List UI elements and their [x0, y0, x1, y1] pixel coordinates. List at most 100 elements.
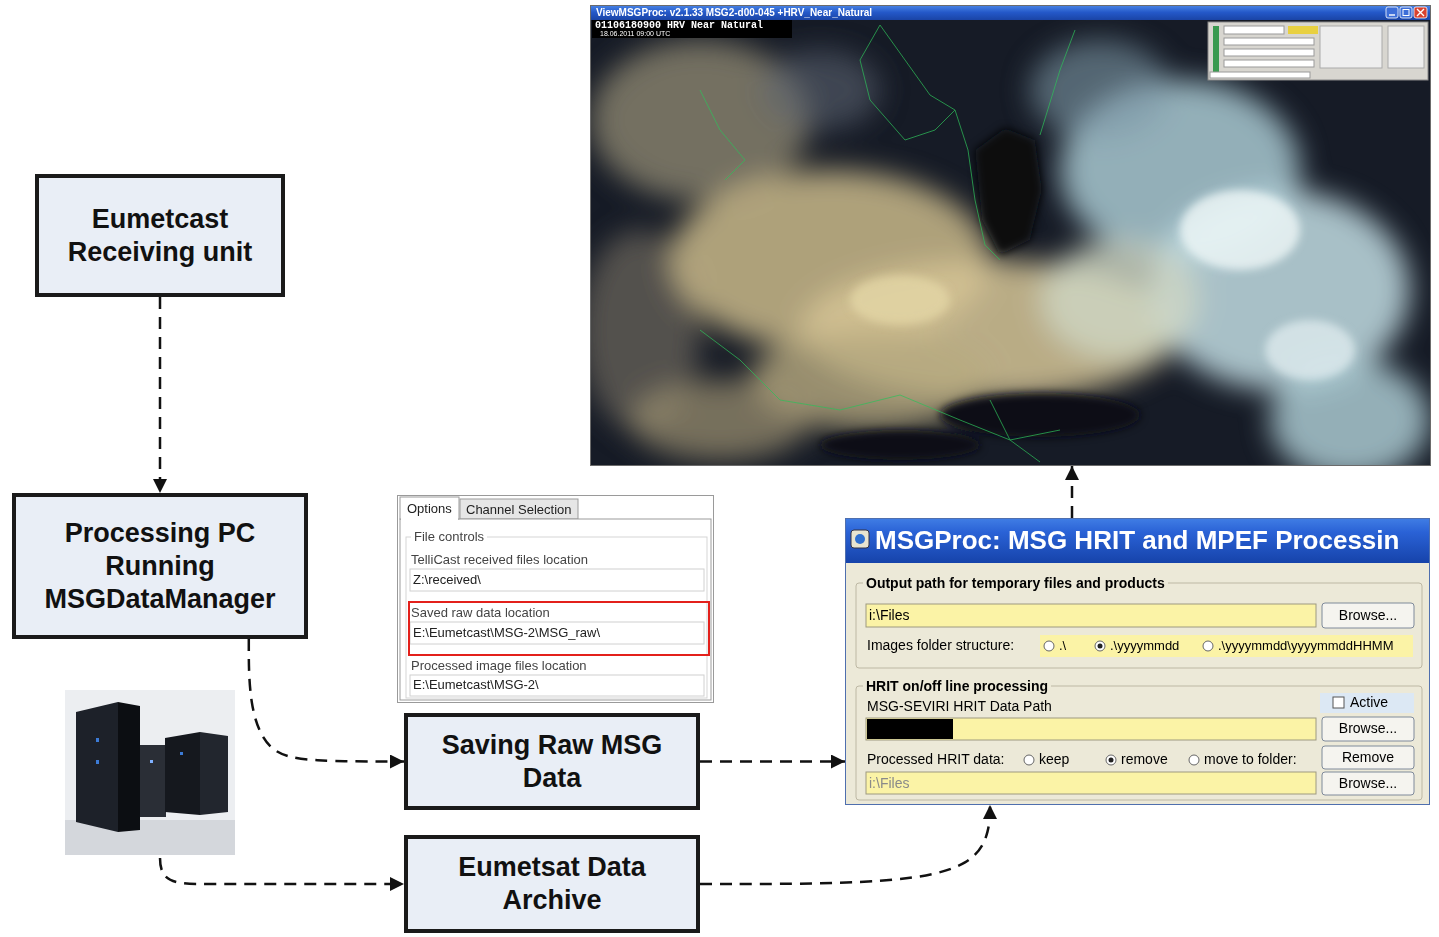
coastline: [700, 90, 745, 180]
window-ground: [845, 518, 1430, 805]
cloud: [590, 230, 700, 430]
app-icon: [855, 534, 865, 544]
cloud: [800, 260, 1180, 400]
control: [1224, 38, 1314, 45]
text-field: [410, 622, 704, 644]
field-label: Processed image files location: [411, 658, 587, 674]
timestamp: 18.06.2011 09:00 UTC: [600, 30, 670, 38]
process-box: Eumetsat Data Archive: [404, 835, 700, 933]
group-label: File controls: [411, 529, 487, 545]
option-label: .\: [1059, 638, 1066, 654]
window-title: MSGProc: MSG HRIT and MPEF Processin: [875, 525, 1399, 555]
tab: [460, 499, 578, 519]
field-value: Z:\received\: [413, 572, 481, 588]
box-label: Processing PC Running MSGDataManager: [30, 517, 290, 616]
radio-button: [1189, 755, 1199, 765]
status-light: [96, 760, 99, 764]
cloud: [670, 170, 990, 350]
control-panel: [1208, 22, 1428, 80]
field-label: Saved raw data location: [411, 605, 550, 621]
dashed-arrow: [249, 639, 404, 762]
dashed-arrow: [1071, 466, 1074, 518]
panel: [1208, 22, 1428, 80]
control: [1320, 26, 1382, 68]
tab: [400, 497, 459, 519]
option-strip: [1040, 635, 1413, 657]
server-rack: [118, 702, 140, 832]
radio-dot: [1109, 758, 1114, 763]
dashed-arrow: [159, 297, 162, 493]
window-button: [1386, 7, 1398, 18]
text-field: [410, 569, 704, 591]
button: [1322, 717, 1414, 741]
field-label: MSG-SEVIRI HRIT Data Path: [867, 698, 1052, 715]
options-panel: Saved raw data locationE:\Eumetcast\MSG-…: [397, 495, 714, 703]
option-label: .\yyyymmdd\yyyymmddHHMM: [1218, 638, 1394, 654]
close-button: [1414, 7, 1427, 18]
box-label: Eumetsat Data Archive: [422, 851, 682, 917]
sea: [975, 128, 1042, 255]
viewer-window: ViewMSGProc: v2.1.33 MSG2-d00-045 +HRV_N…: [590, 5, 1431, 466]
text-field: [866, 718, 1316, 740]
group-frame: [856, 583, 1422, 668]
server-photo: [65, 690, 235, 855]
option-label: move to folder:: [1204, 751, 1297, 768]
group-frame: [406, 537, 707, 698]
field-label: Images folder structure:: [867, 637, 1014, 654]
color-bar: [1213, 26, 1219, 74]
coastline: [990, 400, 1040, 462]
maximize-glyph: [1403, 10, 1409, 16]
option-label: .\yyyymmdd: [1110, 638, 1179, 654]
radio-dot: [1098, 644, 1103, 649]
button-label: Browse...: [1322, 720, 1414, 737]
option-label: remove: [1121, 751, 1168, 768]
button: [1322, 746, 1414, 769]
button-label: Remove: [1322, 749, 1414, 766]
button: [1322, 772, 1414, 795]
box-label: Eumetcast Receiving unit: [53, 203, 267, 269]
button: [1322, 603, 1414, 628]
cloud: [850, 275, 950, 325]
close-glyph: [1417, 9, 1424, 16]
control: [1388, 26, 1424, 68]
server-rack: [200, 732, 228, 815]
group-label: HRIT on/off line processing: [863, 678, 1051, 695]
radio-button: [1106, 755, 1116, 765]
cloud: [750, 330, 990, 430]
tab-page: [400, 519, 711, 700]
cloud: [1060, 80, 1300, 260]
panel-ground: [397, 495, 714, 703]
radio-button: [1024, 755, 1034, 765]
control: [1210, 72, 1310, 78]
sea: [820, 430, 980, 460]
sea: [940, 393, 1140, 437]
process-box: Eumetcast Receiving unit: [35, 174, 285, 297]
field-label: Processed HRIT data:: [867, 751, 1004, 768]
cloud: [1270, 360, 1430, 466]
tab-label: Channel Selection: [466, 502, 572, 518]
viewer-titlebar: [590, 5, 1431, 20]
cloud: [1150, 190, 1410, 390]
cloud: [1040, 240, 1200, 360]
photo-ground: [65, 690, 235, 855]
status-light: [150, 760, 153, 763]
window-button: [1400, 7, 1412, 18]
field-value: E:\Eumetcast\MSG-2\MSG_raw\: [413, 625, 600, 641]
cloud: [630, 380, 810, 460]
field-value: i:\Files: [869, 607, 909, 624]
coastline: [1040, 30, 1075, 135]
status-light: [96, 738, 99, 742]
dashed-arrow: [700, 760, 845, 763]
satellite-image: [590, 20, 1431, 466]
cloud: [1030, 40, 1170, 140]
coastline: [880, 25, 1000, 260]
coastline: [700, 330, 1060, 440]
cloud: [590, 40, 810, 200]
app-window: MSGProc: MSG HRIT and MPEF ProcessinOutp…: [845, 518, 1430, 805]
radio-button: [1095, 641, 1105, 651]
control: [1224, 26, 1284, 34]
process-box: Processing PC Running MSGDataManager: [12, 493, 308, 639]
image-label: 01106180900 HRV Near Natural: [595, 20, 763, 31]
